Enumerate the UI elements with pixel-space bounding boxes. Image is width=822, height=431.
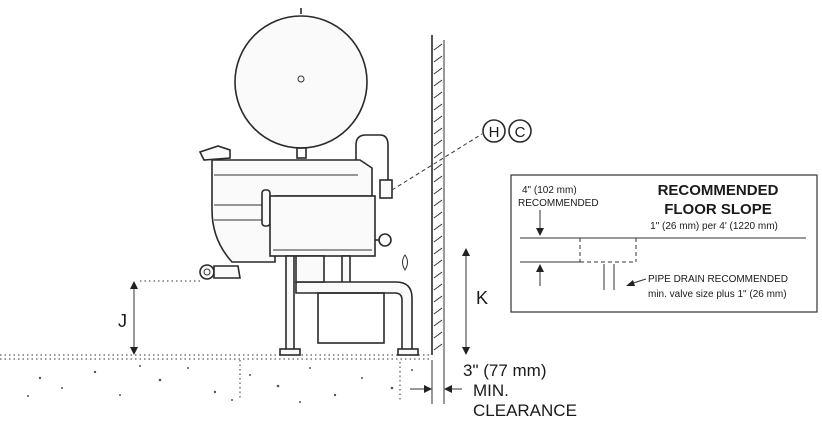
clearance-size: 3" (77 mm) [463,361,547,380]
drain-label-1: PIPE DRAIN RECOMMENDED [648,274,788,285]
rear-cabinet [317,292,385,344]
floor-slope-box: 4" (102 mm) RECOMMENDED RECOMMENDED FLOO… [510,174,818,313]
kettle-handle [198,145,231,161]
slope-title-2: FLOOR SLOPE [664,201,772,218]
tilt-handwheel [261,189,271,227]
gas-flame-icon [402,254,408,271]
dimension-j: J [118,280,200,355]
slope-title-1: RECOMMENDED [658,182,779,199]
dim-j-label: J [118,311,127,331]
drain-label-2: min. valve size plus 1" (26 mm) [648,289,787,300]
draw-off-valve [199,264,215,280]
floor [0,354,432,403]
dimension-k: K [462,248,488,355]
kettle [198,8,419,356]
kettle-body [211,159,373,263]
clearance-label: CLEARANCE [473,401,577,420]
hot-water-label: H [489,124,500,141]
slope-left-size: 4" (102 mm) [522,185,577,196]
stand-leg-front [285,255,295,353]
cold-water-label: C [515,124,526,141]
clearance-dimension: 3" (77 mm) MIN. CLEARANCE [410,361,577,420]
clearance-min: MIN. [473,381,509,400]
hot-cold-callout: H C [391,119,532,191]
gear-box [269,195,376,257]
dim-k-label: K [476,288,488,308]
wall [431,35,445,404]
slope-left-label: RECOMMENDED [518,198,599,209]
faucet [355,134,389,188]
slope-ratio: 1" (26 mm) per 4' (1220 mm) [650,221,778,232]
